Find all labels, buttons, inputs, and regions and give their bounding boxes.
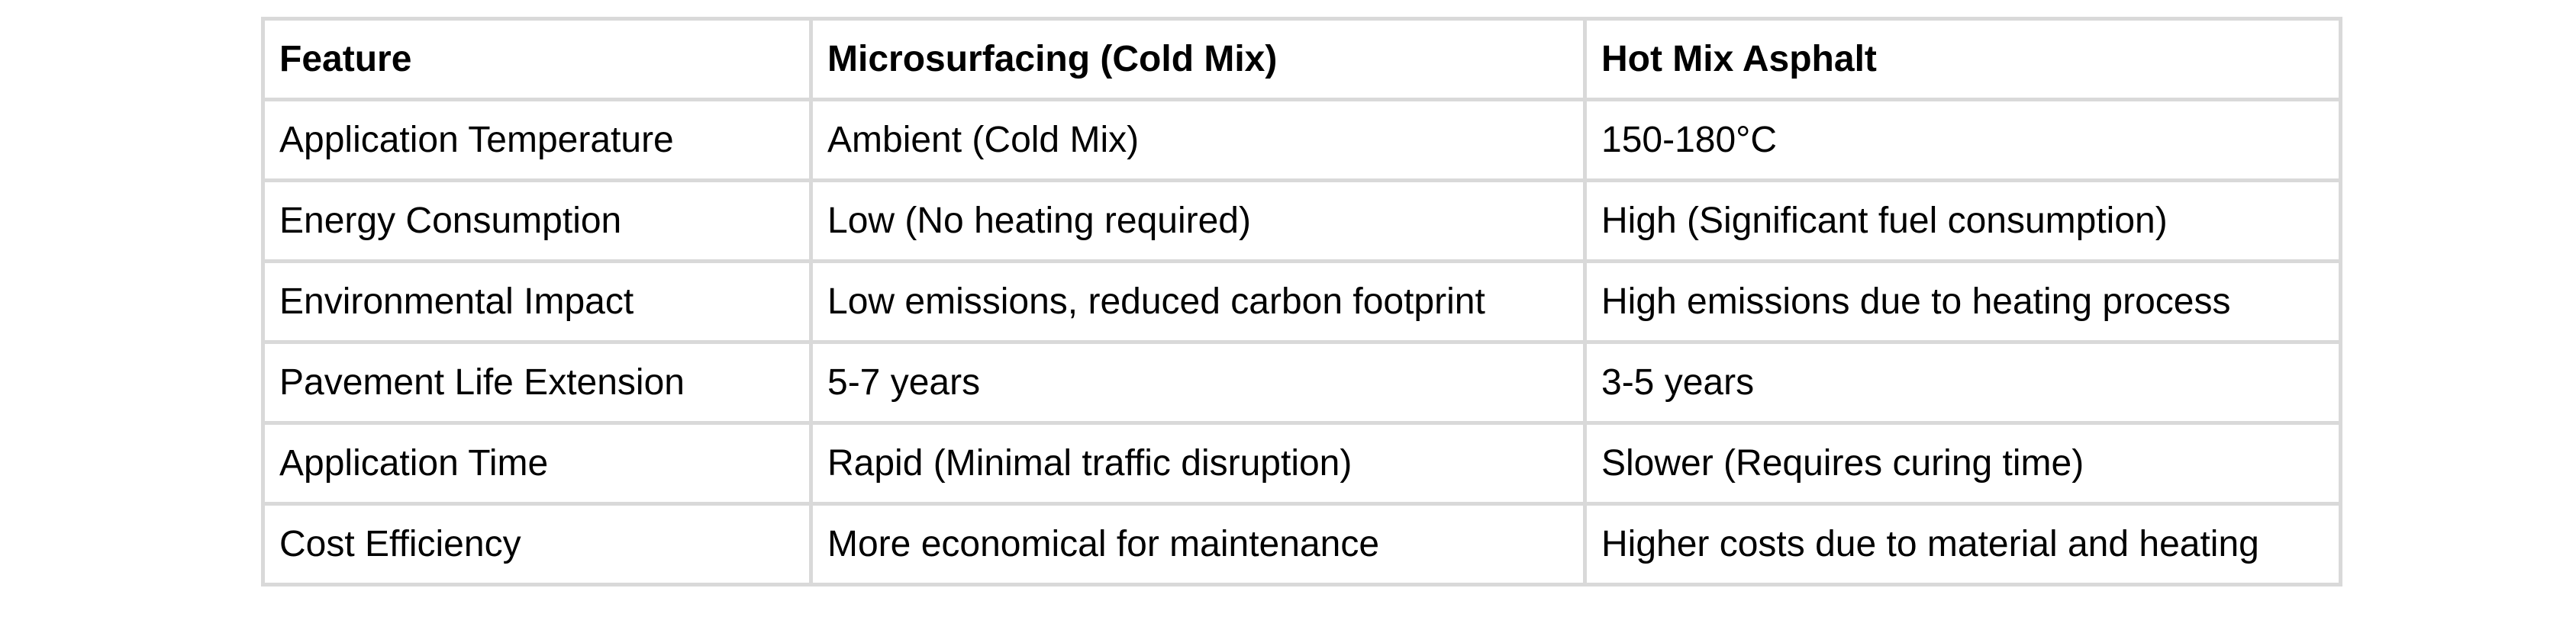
cell-hot-mix-asphalt: High emissions due to heating process bbox=[1583, 259, 2342, 344]
cell-feature: Cost Efficiency bbox=[261, 502, 813, 586]
table-row: Cost Efficiency More economical for main… bbox=[261, 502, 2342, 586]
table-row: Application Time Rapid (Minimal traffic … bbox=[261, 421, 2342, 506]
table-row: Environmental Impact Low emissions, redu… bbox=[261, 259, 2342, 344]
cell-feature: Pavement Life Extension bbox=[261, 340, 813, 425]
cell-microsurfacing: Ambient (Cold Mix) bbox=[809, 98, 1587, 182]
table-row: Application Temperature Ambient (Cold Mi… bbox=[261, 98, 2342, 182]
cell-hot-mix-asphalt: Higher costs due to material and heating bbox=[1583, 502, 2342, 586]
cell-microsurfacing: Low emissions, reduced carbon footprint bbox=[809, 259, 1587, 344]
header-microsurfacing: Microsurfacing (Cold Mix) bbox=[809, 17, 1587, 101]
cell-feature: Application Time bbox=[261, 421, 813, 506]
table-body: Application Temperature Ambient (Cold Mi… bbox=[261, 98, 2342, 586]
cell-hot-mix-asphalt: 3-5 years bbox=[1583, 340, 2342, 425]
cell-feature: Environmental Impact bbox=[261, 259, 813, 344]
cell-hot-mix-asphalt: 150-180°C bbox=[1583, 98, 2342, 182]
header-feature: Feature bbox=[261, 17, 813, 101]
cell-microsurfacing: Rapid (Minimal traffic disruption) bbox=[809, 421, 1587, 506]
header-row: Feature Microsurfacing (Cold Mix) Hot Mi… bbox=[261, 17, 2342, 101]
cell-hot-mix-asphalt: High (Significant fuel consumption) bbox=[1583, 178, 2342, 263]
table-row: Pavement Life Extension 5-7 years 3-5 ye… bbox=[261, 340, 2342, 425]
comparison-table-container: Feature Microsurfacing (Cold Mix) Hot Mi… bbox=[261, 17, 2342, 586]
cell-microsurfacing: More economical for maintenance bbox=[809, 502, 1587, 586]
cell-feature: Energy Consumption bbox=[261, 178, 813, 263]
cell-feature: Application Temperature bbox=[261, 98, 813, 182]
table-header: Feature Microsurfacing (Cold Mix) Hot Mi… bbox=[261, 17, 2342, 101]
table-row: Energy Consumption Low (No heating requi… bbox=[261, 178, 2342, 263]
header-hot-mix-asphalt: Hot Mix Asphalt bbox=[1583, 17, 2342, 101]
cell-hot-mix-asphalt: Slower (Requires curing time) bbox=[1583, 421, 2342, 506]
comparison-table: Feature Microsurfacing (Cold Mix) Hot Mi… bbox=[261, 17, 2342, 586]
cell-microsurfacing: 5-7 years bbox=[809, 340, 1587, 425]
cell-microsurfacing: Low (No heating required) bbox=[809, 178, 1587, 263]
